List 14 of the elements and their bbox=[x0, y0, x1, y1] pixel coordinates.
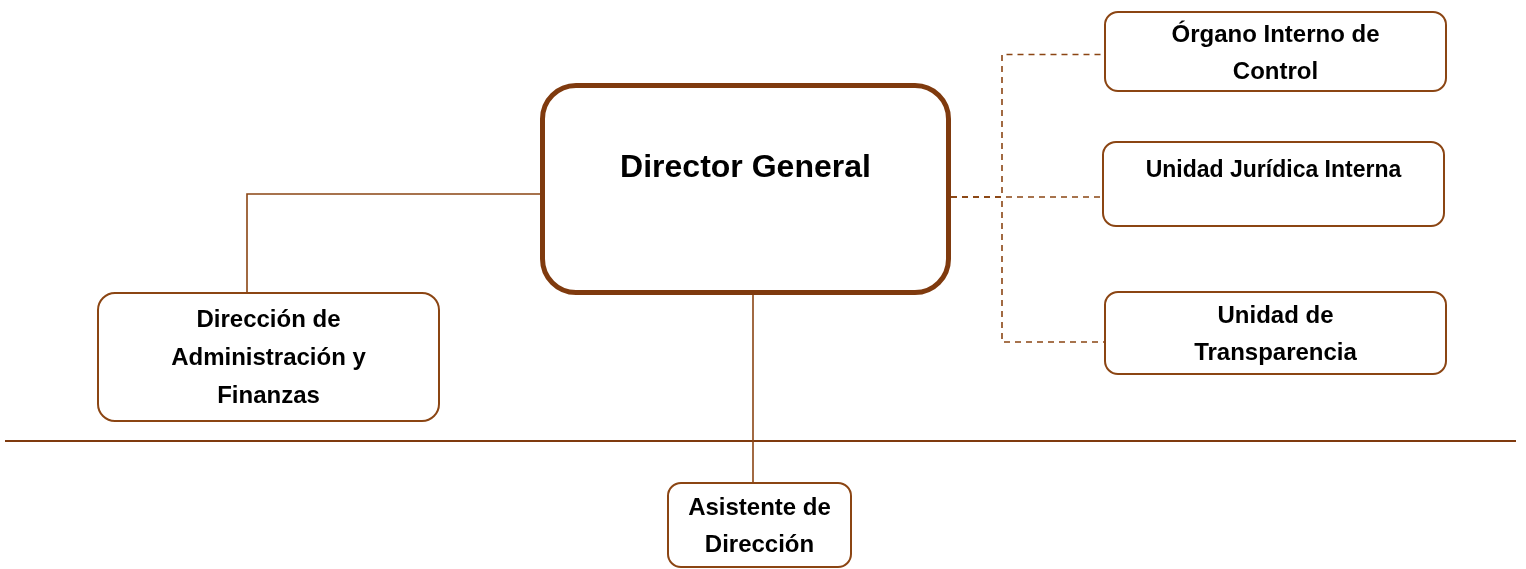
unit-title: Unidad de Transparencia bbox=[1193, 300, 1358, 367]
unit-title: Asistente de Dirección bbox=[687, 492, 832, 559]
org-unit-box bbox=[1104, 11, 1447, 92]
unit-title: Director General bbox=[619, 148, 872, 185]
org-unit-box bbox=[97, 292, 440, 422]
connector-line bbox=[246, 193, 541, 293]
org-unit-box bbox=[540, 83, 951, 295]
org-unit-box bbox=[1102, 141, 1445, 227]
unit-title: Unidad Jurídica Interna bbox=[1144, 155, 1403, 184]
org-unit-box bbox=[667, 482, 852, 568]
connector-line bbox=[752, 294, 754, 483]
org-unit-box bbox=[1104, 291, 1447, 375]
unit-title: Dirección de Administración y Finanzas bbox=[170, 304, 367, 410]
unit-title: Órgano Interno de Control bbox=[1170, 18, 1381, 86]
